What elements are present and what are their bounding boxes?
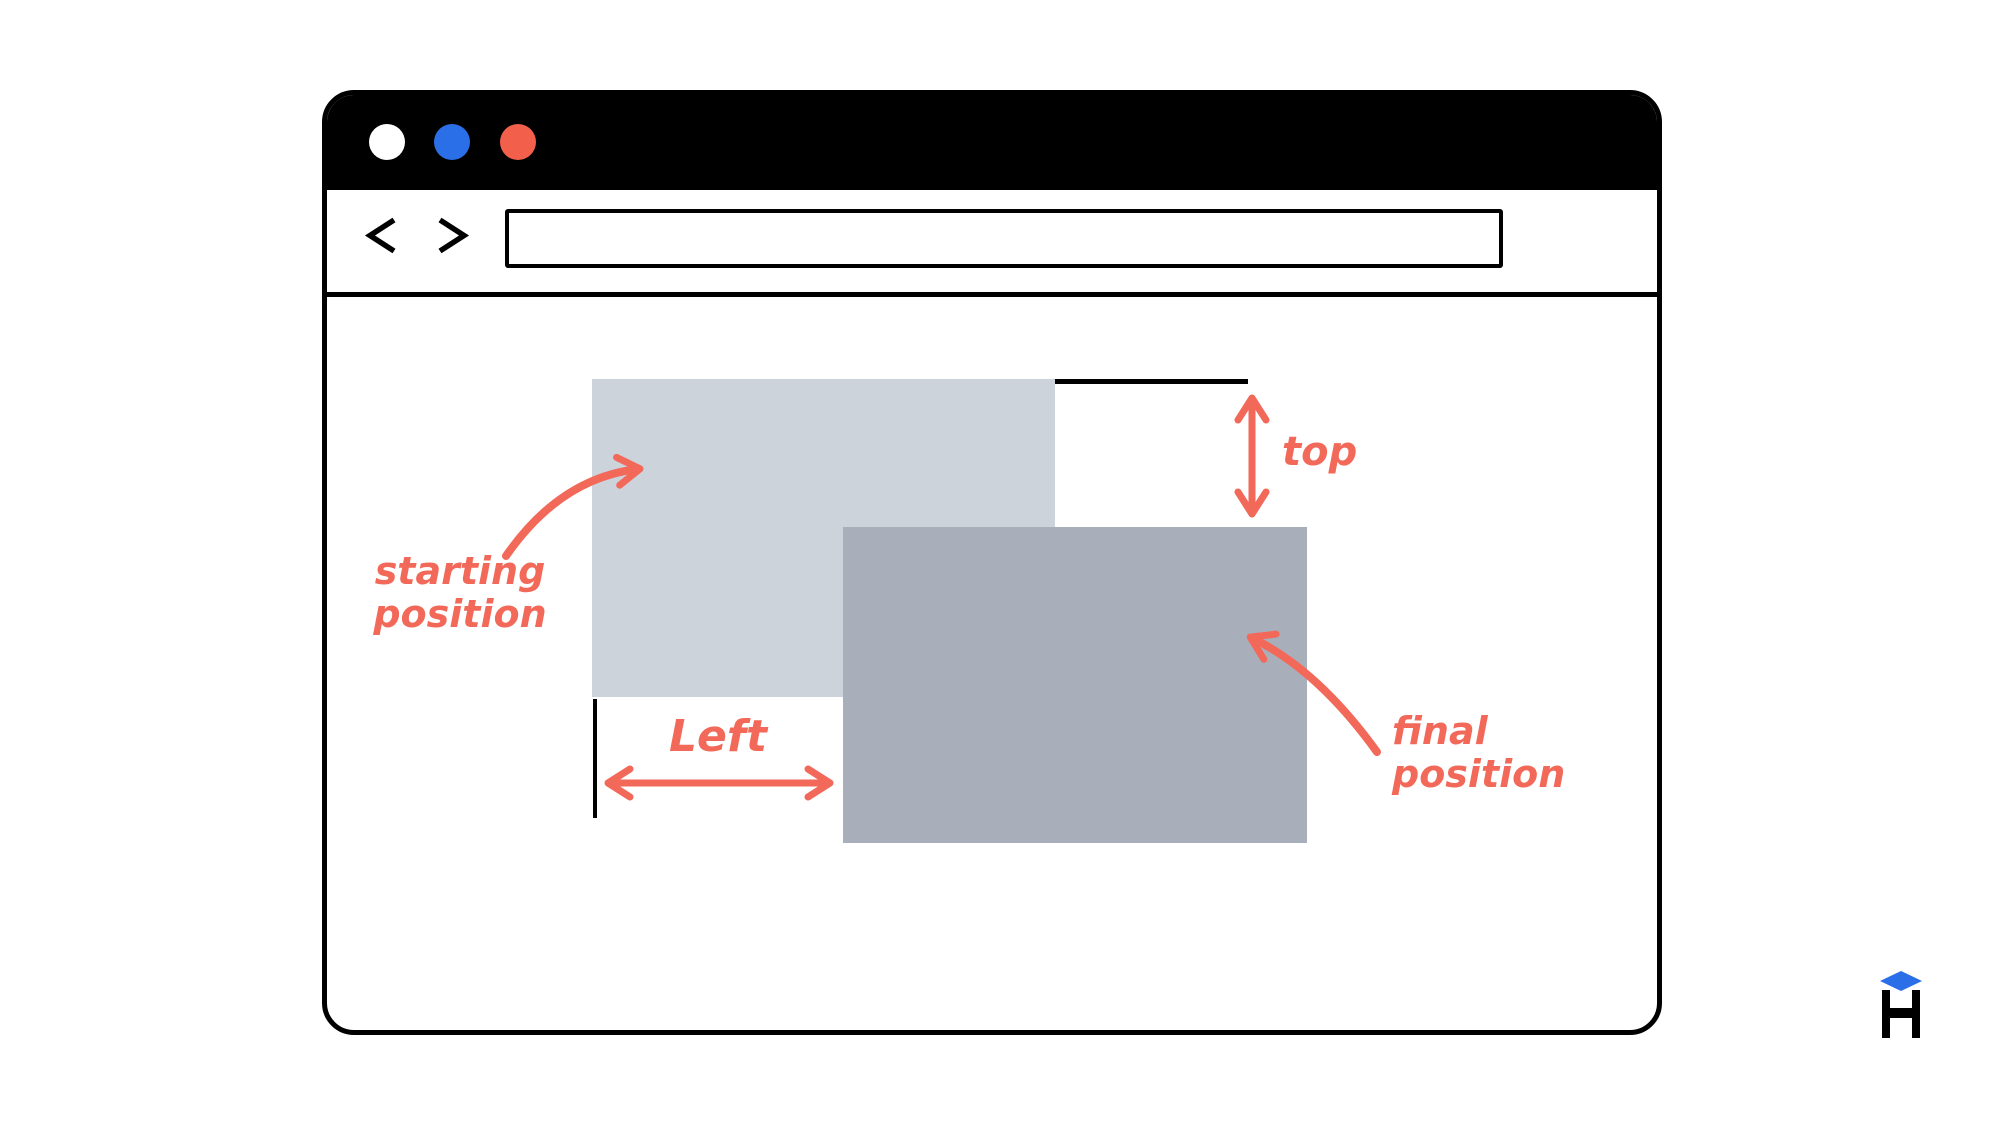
browser-navbar [327,190,1657,292]
browser-window [322,90,1662,1035]
hostinger-logo: H [1878,966,1924,1040]
nav-arrows [364,217,470,254]
url-bar[interactable] [505,209,1503,268]
logo-letter-h-shape [1882,990,1920,1038]
window-button-white[interactable] [369,124,405,160]
window-titlebar [327,95,1657,190]
navbar-divider [327,292,1657,297]
forward-chevron-icon[interactable] [438,217,470,254]
logo-diamond-icon [1880,971,1922,991]
window-button-blue[interactable] [434,124,470,160]
window-button-red[interactable] [500,124,536,160]
logo-graphic [1880,971,1922,1038]
original-left-edge-line [593,699,597,818]
final-position-box [843,527,1307,843]
original-top-edge-line [1055,379,1248,384]
back-chevron-icon[interactable] [364,217,396,254]
